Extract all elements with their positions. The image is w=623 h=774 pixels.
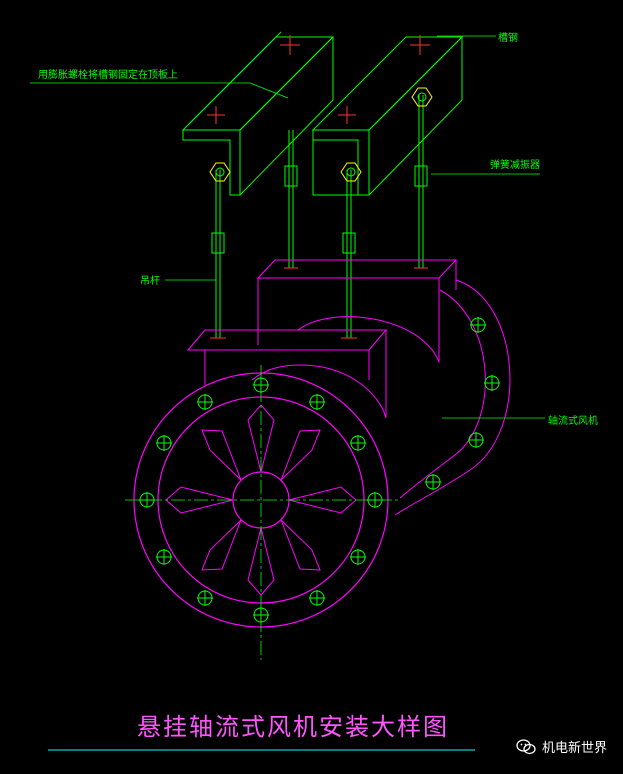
label-spring: 弹簧减振器 bbox=[490, 160, 540, 171]
fan-support-plates bbox=[186, 259, 458, 418]
rod-nuts bbox=[209, 87, 433, 182]
label-rod: 吊杆 bbox=[140, 276, 160, 287]
watermark: 机电新世界 bbox=[516, 737, 607, 756]
channel-center-marks bbox=[207, 35, 430, 124]
side-flange-bolts bbox=[425, 317, 500, 490]
drawing-title: 悬挂轴流式风机安装大样图 bbox=[137, 713, 449, 741]
leader-lines bbox=[30, 35, 545, 419]
rod-end-marks bbox=[210, 267, 428, 339]
watermark-text: 机电新世界 bbox=[541, 741, 607, 756]
label-fan: 轴流式风机 bbox=[548, 416, 598, 427]
label-channel: 槽钢 bbox=[498, 33, 518, 44]
fan-blades bbox=[165, 404, 357, 596]
fan-centerlines bbox=[125, 365, 398, 660]
wechat-icon bbox=[516, 738, 536, 754]
channel-steel-right bbox=[311, 36, 464, 196]
front-flange-bolts bbox=[139, 377, 383, 623]
label-bolt-note: 用膨胀螺栓将槽钢固定在顶板上 bbox=[38, 70, 178, 81]
channel-steel-left bbox=[181, 31, 335, 196]
fan-housing-side bbox=[251, 279, 511, 516]
hanger-rods bbox=[211, 95, 428, 338]
